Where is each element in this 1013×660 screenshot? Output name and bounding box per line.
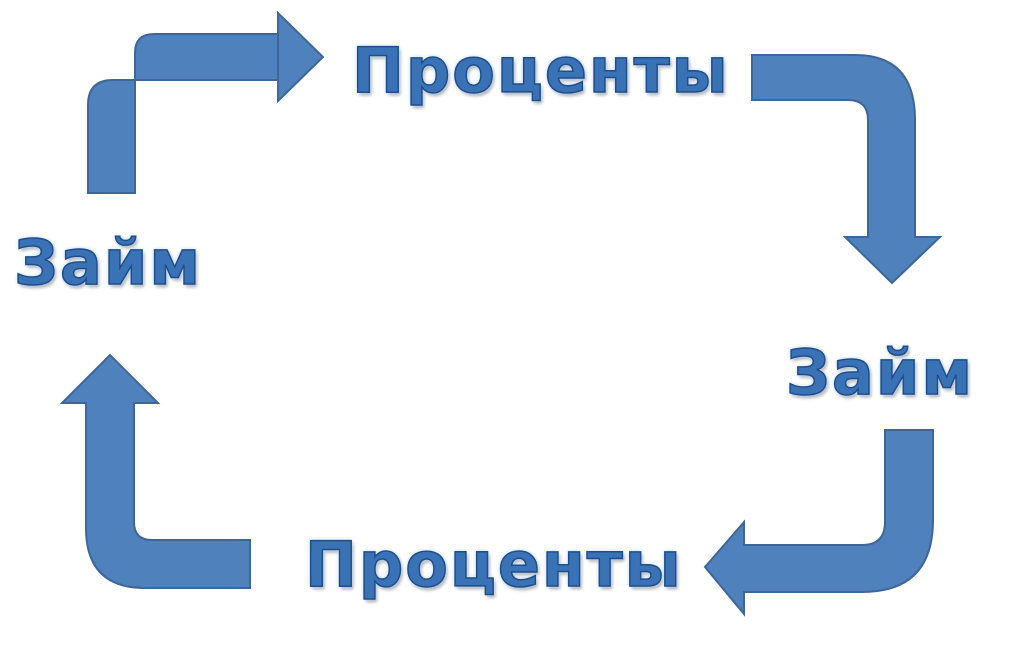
label-left-loan: Займ [13,226,203,299]
label-top-interest: Проценты [351,34,730,107]
label-bottom-interest: Проценты [304,528,683,601]
arrow-bottom-left-icon [59,353,251,589]
arrow-top-left-icon [87,10,325,194]
arrow-top-right-icon [751,54,943,285]
label-right-loan: Займ [785,336,975,409]
arrow-bottom-right-icon [703,429,934,617]
